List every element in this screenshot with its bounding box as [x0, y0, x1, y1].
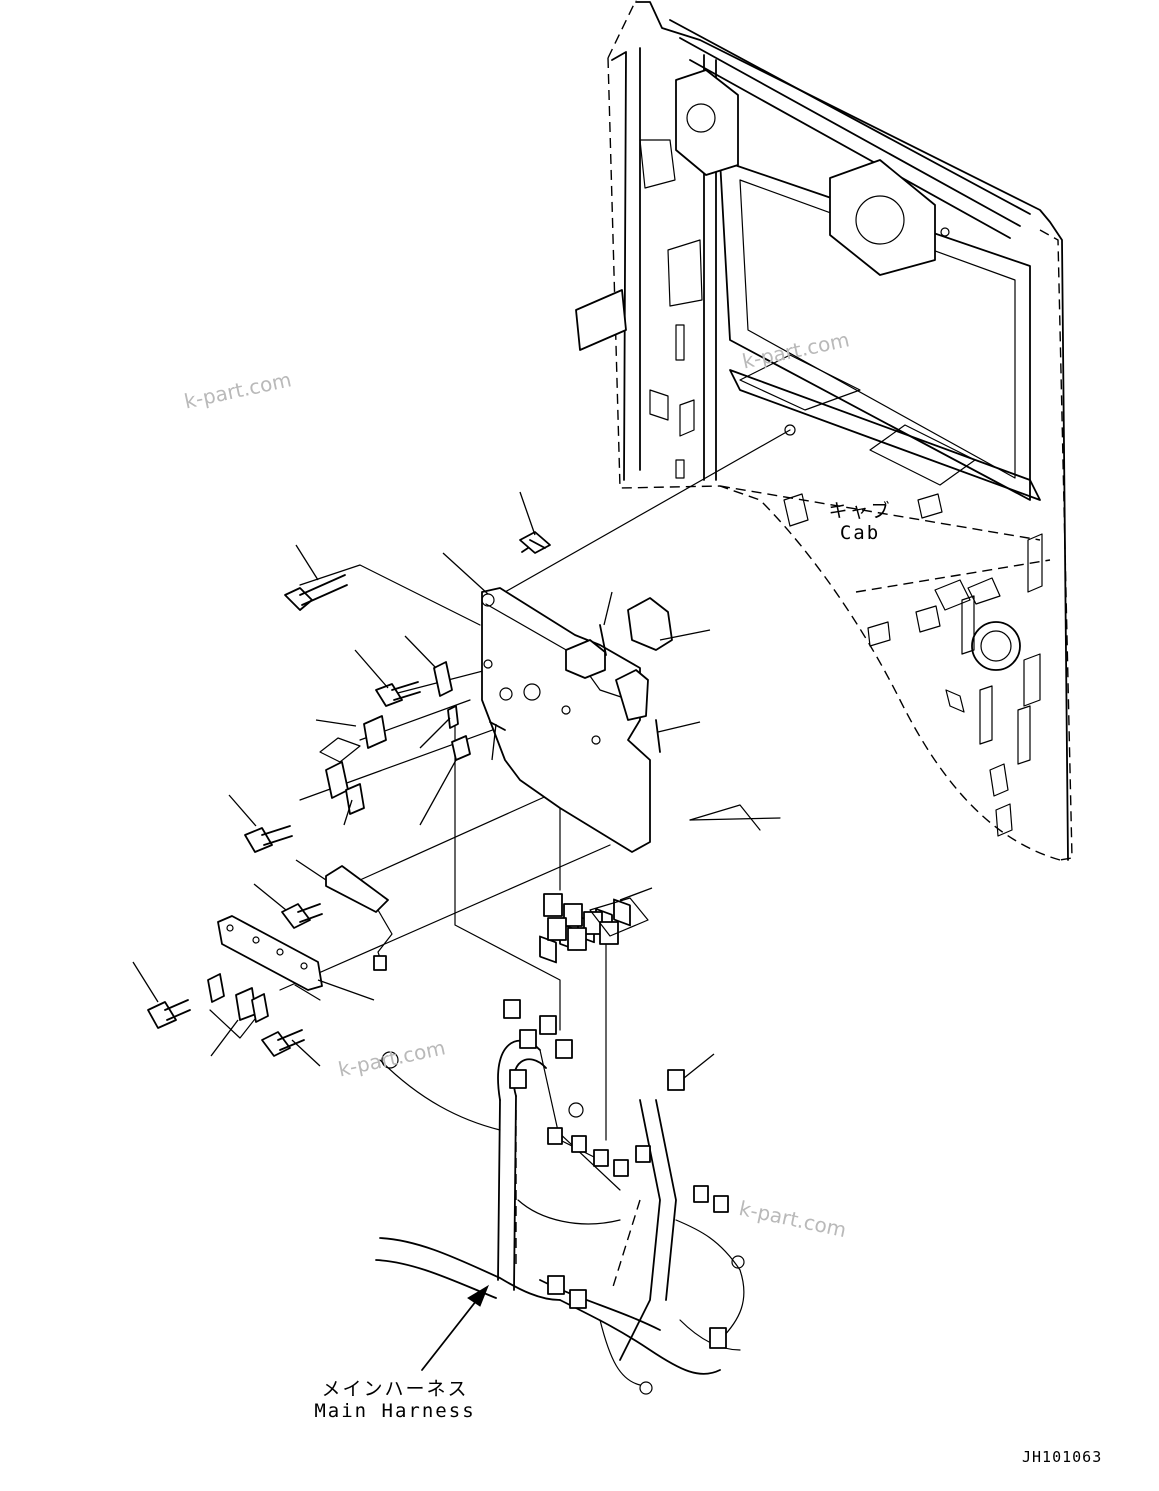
bolt: [281, 903, 323, 929]
main-harness: [375, 999, 745, 1395]
main-harness-label-en: Main Harness: [314, 1400, 476, 1422]
drawing-code: JH101063: [1022, 1448, 1103, 1466]
bolt: [284, 531, 551, 611]
bolt: [244, 825, 293, 853]
relay-block: [543, 893, 649, 951]
clips-and-relays: [207, 661, 471, 1023]
callout-leader-lines: [132, 491, 715, 1079]
cab-label-en: Cab: [839, 522, 881, 544]
main-harness-label: メインハーネス Main Harness: [310, 1378, 480, 1422]
main-harness-label-jp: メインハーネス: [321, 1378, 469, 1400]
cab-frame: [575, 0, 1073, 861]
bolt: [261, 1029, 305, 1057]
bolt: [147, 999, 191, 1029]
mount-plate: [217, 915, 323, 991]
cab-label: キャブ Cab: [820, 500, 900, 544]
cab-label-jp: キャブ: [828, 500, 892, 522]
bolt: [375, 681, 421, 707]
assembly-leader-lines: [209, 429, 791, 1141]
resistor-module: [325, 865, 393, 971]
harness-pointer-arrow: [421, 1284, 490, 1371]
